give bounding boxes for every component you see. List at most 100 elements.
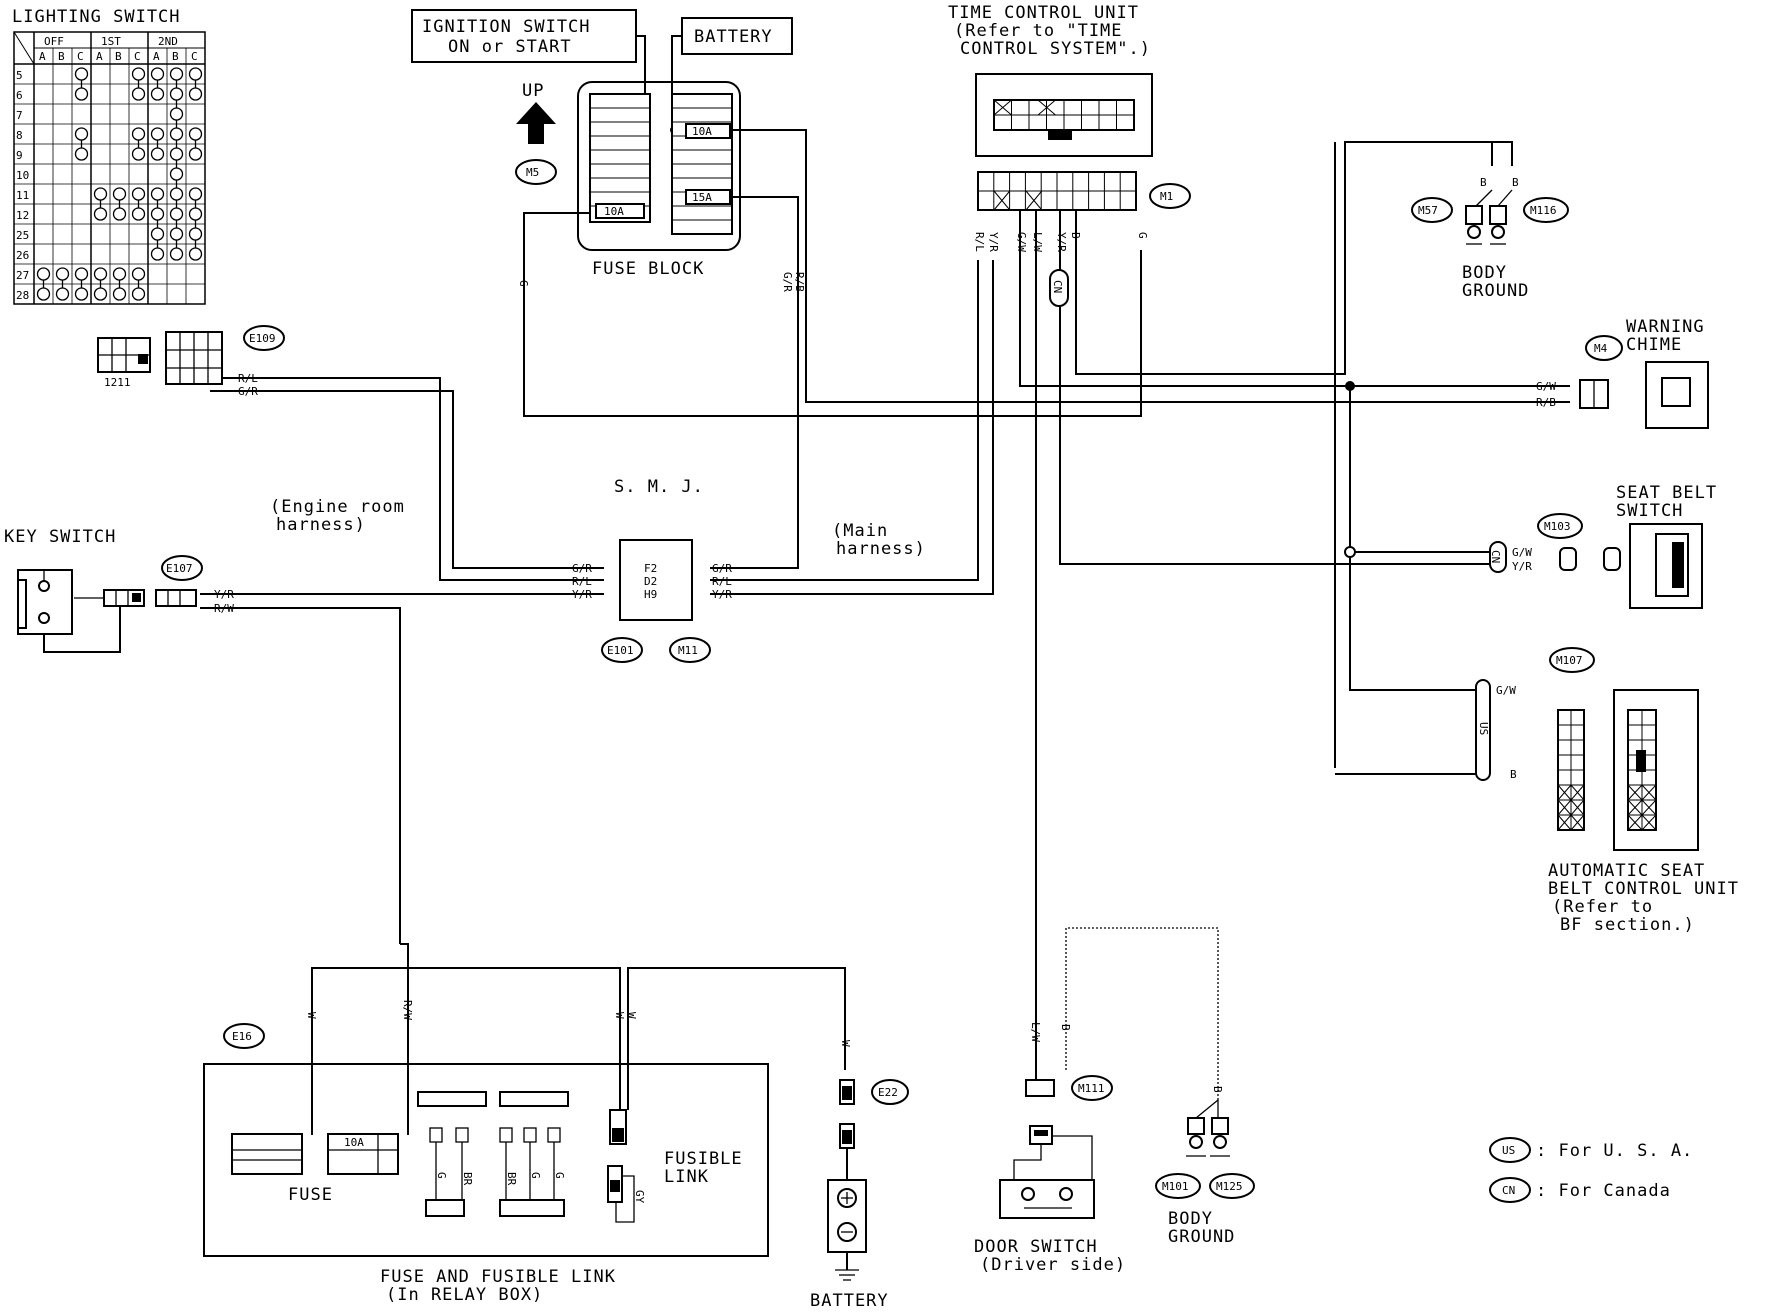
ls-row-5: 5 bbox=[16, 69, 23, 82]
warning-chime-label-2: CHIME bbox=[1626, 335, 1682, 355]
ls-contact bbox=[74, 127, 89, 141]
legend-text-us: : For U. S. A. bbox=[1536, 1141, 1693, 1161]
wire-b-tcu bbox=[1075, 141, 1513, 375]
wire-label-b-tcu: B bbox=[1069, 232, 1082, 239]
ls-contact bbox=[112, 207, 127, 221]
wire-label-g-r3: G bbox=[553, 1172, 566, 1179]
ls-row-12: 12 bbox=[16, 209, 29, 222]
wire-w-fuse bbox=[311, 967, 621, 1135]
wire-label-br-r1: BR bbox=[461, 1172, 474, 1186]
wire-label-cn-tcu: CN bbox=[1051, 280, 1064, 293]
ls-contact bbox=[74, 87, 89, 101]
battery-bottom-label: BATTERY bbox=[810, 1291, 889, 1311]
wire-label-gr-smj-r: G/R bbox=[712, 562, 732, 575]
smj-label: S. M. J. bbox=[614, 477, 704, 497]
ls-col-5: C bbox=[134, 50, 141, 63]
seat-belt-label-1: SEAT BELT bbox=[1616, 483, 1717, 503]
tcu-ref-2: CONTROL SYSTEM".) bbox=[960, 39, 1151, 59]
ls-row-28: 28 bbox=[16, 289, 29, 302]
ls-contact bbox=[169, 87, 184, 101]
ls-contact bbox=[188, 187, 203, 201]
tcu-ref-1: (Refer to "TIME bbox=[954, 21, 1123, 41]
door-switch-label-2: (Driver side) bbox=[980, 1255, 1126, 1275]
wire-label-lw-door: L/W bbox=[1029, 1022, 1042, 1042]
ignition-switch-label: IGNITION SWITCH bbox=[422, 17, 591, 37]
ls-contact bbox=[74, 287, 89, 301]
connector-e22: E22 bbox=[878, 1086, 898, 1099]
ls-position-2: 2ND bbox=[158, 35, 178, 48]
ls-contact bbox=[169, 107, 184, 121]
auto-seat-belt-label-1: AUTOMATIC SEAT bbox=[1548, 861, 1705, 881]
wire-b-door bbox=[1065, 927, 1219, 1100]
warning-chime: WARNING CHIME M4 G/W R/B bbox=[1536, 317, 1709, 429]
connector-m1: M1 bbox=[1160, 190, 1173, 203]
ls-contact bbox=[55, 267, 70, 281]
door-switch: L/W B M111 DOOR SWITCH (Driver side) bbox=[974, 1022, 1126, 1275]
ls-contact bbox=[74, 147, 89, 161]
ls-position-1: 1ST bbox=[101, 35, 121, 48]
relay-box-outline bbox=[203, 1063, 769, 1257]
connector-m111: M111 bbox=[1078, 1082, 1105, 1095]
wire-label-rb-fb: R/B bbox=[793, 272, 806, 292]
ls-contact bbox=[131, 187, 146, 201]
wire-label-rw-fuse: R/W bbox=[401, 1000, 414, 1020]
ls-contact bbox=[36, 267, 51, 281]
ls-contact bbox=[188, 147, 203, 161]
wire-w-battery bbox=[627, 967, 846, 1110]
ls-contact bbox=[188, 227, 203, 241]
main-harness-label-1: (Main bbox=[832, 521, 888, 541]
wire-label-w-2: W bbox=[613, 1012, 626, 1019]
wire-yr-main bbox=[710, 260, 994, 595]
legend-code-cn: CN bbox=[1502, 1184, 1515, 1197]
ls-position-0: OFF bbox=[44, 35, 64, 48]
wire-b-ground-2 bbox=[1345, 141, 1493, 166]
fuse-block-group: IGNITION SWITCH ON or START BATTERY UP M… bbox=[411, 9, 806, 292]
main-harness-label-2: harness) bbox=[836, 539, 926, 559]
ls-contact bbox=[169, 67, 184, 81]
ls-contact bbox=[150, 127, 165, 141]
legend-text-cn: : For Canada bbox=[1536, 1181, 1671, 1201]
wire-label-br-r2: BR bbox=[505, 1172, 518, 1186]
smj: S. M. J. (Engine room harness) (Main har… bbox=[270, 477, 926, 663]
ls-row-8: 8 bbox=[16, 129, 23, 142]
ls-contact bbox=[169, 127, 184, 141]
connector-m107: M107 bbox=[1556, 654, 1583, 667]
body-ground-top-1: BODY bbox=[1462, 263, 1507, 283]
wire-label-yr-smj-l: Y/R bbox=[572, 588, 592, 601]
wire-label-gr-ls: G/R bbox=[238, 385, 258, 398]
wire-label-g-r2: G bbox=[529, 1172, 542, 1179]
ls-contact bbox=[55, 287, 70, 301]
connector-m4: M4 bbox=[1594, 342, 1608, 355]
ignition-switch-sub: ON or START bbox=[448, 37, 572, 57]
ls-contact bbox=[36, 287, 51, 301]
wire-yr-cn bbox=[1059, 210, 1498, 565]
warning-chime-label-1: WARNING bbox=[1626, 317, 1705, 337]
tcu-label: TIME CONTROL UNIT bbox=[948, 3, 1139, 23]
smj-pin-f2: F2 bbox=[644, 562, 657, 575]
wire-label-w-1: W bbox=[305, 1012, 318, 1019]
wire-label-lw-tcu: L/W bbox=[1031, 232, 1044, 252]
ignition-switch-box bbox=[411, 9, 637, 63]
wire-label-gy: GY bbox=[633, 1190, 646, 1204]
fuse-label: FUSE bbox=[288, 1185, 333, 1205]
ls-contact bbox=[188, 67, 203, 81]
ls-contact bbox=[150, 207, 165, 221]
battery-top-box bbox=[681, 17, 793, 55]
relay-box-label-2: (In RELAY BOX) bbox=[386, 1285, 543, 1305]
ls-row-25: 25 bbox=[16, 229, 29, 242]
wire-rw-fuse bbox=[400, 943, 409, 1135]
wire-label-b-door: B bbox=[1059, 1024, 1072, 1031]
wire-label-rl-smj-r: R/L bbox=[712, 575, 732, 588]
wire-label-rl-ls: R/L bbox=[238, 372, 258, 385]
wire-label-gw-auto: G/W bbox=[1496, 684, 1516, 697]
ls-contact bbox=[188, 127, 203, 141]
time-control-unit: TIME CONTROL UNIT (Refer to "TIME CONTRO… bbox=[948, 3, 1191, 307]
connector-m11: M11 bbox=[678, 644, 698, 657]
door-switch-label-1: DOOR SWITCH bbox=[974, 1237, 1098, 1257]
ls-contact bbox=[150, 147, 165, 161]
ls-contact bbox=[169, 167, 184, 181]
ls-contact bbox=[93, 207, 108, 221]
